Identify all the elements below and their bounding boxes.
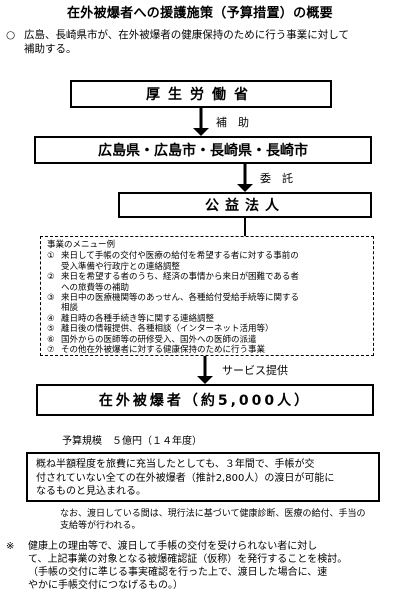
- estimate-line-2: 付されていない全ての在外被爆者（推計2,800人）の渡日が可能に: [36, 472, 335, 484]
- prefecture-city-box: 広島県・広島市・長崎県・長崎市: [34, 136, 372, 164]
- subsidy-label: 補 助: [216, 116, 249, 129]
- certificate-note-line-3: （手帳の交付に準じる事実確認を行った上で、渡日した場合に、速: [28, 567, 328, 578]
- stay-note: なお、渡日している間は、現行法に基づいて健康診断、医療の給付、手当の 支給等が行…: [60, 508, 396, 532]
- page-title: 在外被爆者への援護施策（予算措置）の概要: [66, 6, 333, 21]
- stay-note-line-1: なお、渡日している間は、現行法に基づいて健康診断、医療の給付、手当の: [60, 509, 366, 519]
- certificate-note-line-1: 健康上の理由等で、渡日して手帳の交付を受けられない者に対し: [28, 541, 318, 552]
- menu-title: 事業のメニュー例: [47, 240, 116, 250]
- certificate-note: ※ 健康上の理由等で、渡日して手帳の交付を受けられない者に対し て、上記事業の対象…: [6, 540, 398, 592]
- reference-mark-icon: ※: [6, 541, 15, 552]
- intro-line-1: 広島、長崎県市が、在外被爆者の健康保持のために行う事業に対して: [24, 29, 349, 41]
- stay-note-line-2: 支給等が行われる。: [60, 521, 141, 531]
- service-provision-label: サービス提供: [222, 364, 288, 377]
- estimate-note-box: 概ね半額程度を旅費に充当したとしても、３年間で、手帳が交 付されていない全ての在…: [26, 452, 380, 502]
- arrow-down-icon: [237, 184, 253, 192]
- certificate-note-line-2: て、上記事業の対象となる被爆確認証（仮称）を発行することを検討。: [28, 554, 348, 565]
- intro-text: ○ 広島、長崎県市が、在外被爆者の健康保持のために行う事業に対して 補助する。: [6, 28, 394, 56]
- arrow-down-icon: [193, 128, 209, 136]
- overseas-survivors-box: 在外被爆者（約5,000人）: [36, 384, 374, 416]
- public-corporation-box: 公益法人: [118, 192, 372, 218]
- circle-bullet-icon: ○: [6, 29, 16, 41]
- intro-line-2: 補助する。: [24, 43, 77, 55]
- consignment-label: 委 託: [260, 172, 293, 185]
- mhlw-box: 厚生労働省: [70, 80, 332, 108]
- certificate-note-line-4: やかに手帳交付につなげるもの。）: [28, 580, 183, 591]
- arrow-down-icon: [197, 376, 213, 384]
- estimate-line-3: なるものと見込まれる。: [36, 486, 146, 497]
- estimate-line-1: 概ね半額程度を旅費に充当したとしても、３年間で、手帳が交: [36, 459, 315, 470]
- budget-scale: 予算規模 ５億円（１４年度）: [62, 436, 202, 447]
